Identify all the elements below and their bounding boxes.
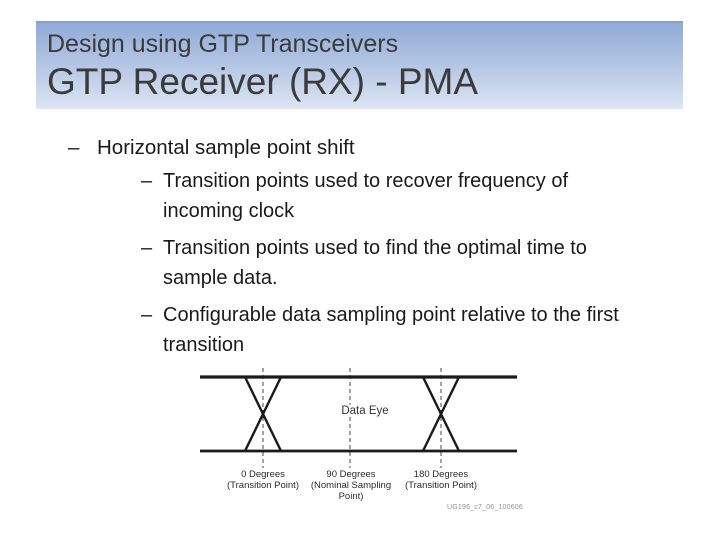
slide-kicker: Design using GTP Transceivers — [47, 30, 399, 58]
axis-label-0-degrees: 0 Degrees (Transition Point) — [227, 469, 299, 491]
bullet-text-line: sample data. — [163, 267, 278, 289]
bullet-sublist: – Transition points used to recover freq… — [97, 166, 668, 360]
axis-label-90-degrees: 90 Degrees (Nominal Sampling Point) — [311, 469, 391, 502]
bullet-text-line: Transition points used to recover freque… — [163, 170, 569, 192]
figure-watermark: UG196_c7_06_100606 — [447, 504, 523, 511]
axis-label-line: 0 Degrees — [241, 469, 285, 480]
axis-label-180-degrees: 180 Degrees (Transition Point) — [405, 469, 477, 491]
axis-label-line: 180 Degrees — [413, 469, 469, 480]
eye-diagram-strokes — [200, 368, 517, 468]
axis-label-line: (Transition Point) — [405, 480, 477, 491]
axis-label-line: 90 Degrees — [326, 469, 376, 480]
bullet-level2: – Configurable data sampling point relat… — [97, 300, 668, 360]
title-block: Design using GTP Transceivers GTP Receiv… — [36, 21, 683, 109]
slide-title: GTP Receiver (RX) - PMA — [47, 61, 479, 102]
bullet-text: Horizontal sample point shift — [97, 136, 355, 159]
bullet-level2: – Transition points used to recover freq… — [97, 166, 668, 226]
bullet-text-line: incoming clock — [163, 200, 295, 222]
bullet-text-line: Configurable data sampling point relativ… — [163, 304, 619, 326]
axis-label-line: Point) — [338, 491, 364, 502]
bullet-level1: – Horizontal sample point shift – Transi… — [68, 133, 668, 360]
slide-body: – Horizontal sample point shift – Transi… — [68, 133, 668, 367]
axis-label-line: (Transition Point) — [227, 480, 299, 491]
data-eye-label: Data Eye — [337, 405, 393, 417]
axis-label-line: (Nominal Sampling — [310, 480, 392, 491]
data-eye-diagram: Data Eye 0 Degrees (Transition Point) 90… — [200, 365, 525, 517]
dash-bullet-icon: – — [141, 237, 153, 259]
dash-bullet-icon: – — [68, 136, 80, 159]
bullet-text-line: Transition points used to find the optim… — [163, 237, 587, 259]
bullet-text-line: transition — [163, 334, 245, 356]
bullet-level2: – Transition points used to find the opt… — [97, 233, 668, 293]
dash-bullet-icon: – — [141, 304, 153, 326]
dash-bullet-icon: – — [141, 170, 153, 192]
